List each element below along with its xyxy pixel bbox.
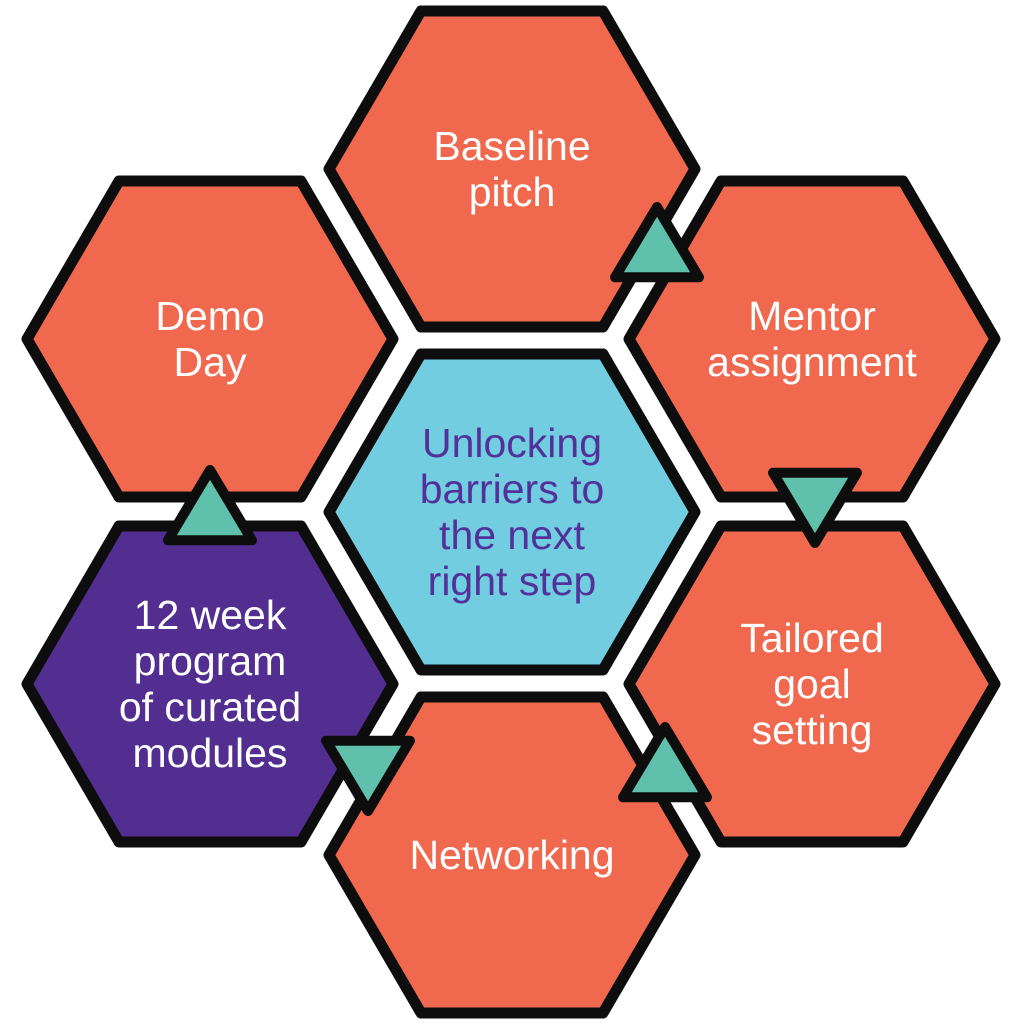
hex-center-shape (323, 348, 701, 676)
hex-tailored-goal-setting-label-line: goal (773, 661, 851, 707)
hex-networking-label: Networking (409, 832, 614, 878)
hex-baseline-pitch-label-line: Baseline (433, 123, 590, 169)
hex-mentor-assignment-label-line: Mentor (748, 293, 876, 339)
hex-mentor-assignment-shape (623, 175, 1001, 503)
hex-12-week-program-shape (21, 520, 399, 848)
hex-tailored-goal-setting-label-line: Tailored (740, 615, 884, 661)
hex-tailored-goal-setting-shape (623, 520, 1001, 848)
hex-demo-day-label-line: Demo (155, 293, 264, 339)
hex-center-label-line: right step (428, 558, 597, 604)
arrow-triangle-down-icon (768, 467, 862, 548)
hex-demo-day-shape (21, 175, 399, 503)
hex-center-label-line: barriers to (420, 466, 605, 512)
hex-networking: Networking (323, 691, 701, 1019)
arrow-triangle-up-icon (610, 202, 704, 283)
arrow-triangle-down-icon (321, 735, 415, 816)
hex-center-label-line: the next (439, 512, 585, 558)
hex-demo-day-label-line: Day (174, 339, 247, 385)
hex-tailored-goal-setting-label-line: setting (752, 707, 873, 753)
hex-center-label-line: Unlocking (422, 420, 602, 466)
hex-12-week-program-label-line: 12 week (134, 592, 287, 638)
arrow-triangle-up-icon (163, 465, 257, 546)
hex-baseline-pitch-label-line: pitch (469, 169, 556, 215)
arrow-triangle-up-icon (618, 722, 712, 803)
hex-networking-label-line: Networking (409, 832, 614, 878)
hex-12-week-program-label-line: program (134, 638, 287, 684)
arrow-layer (163, 202, 862, 816)
hex-mentor-assignment-label-line: assignment (707, 339, 917, 385)
hex-12-week-program-label-line: modules (133, 730, 288, 776)
hex-12-week-program-label-line: of curated (119, 684, 301, 730)
hex-networking-shape (323, 691, 701, 1019)
hex-baseline-pitch-shape (323, 5, 701, 333)
